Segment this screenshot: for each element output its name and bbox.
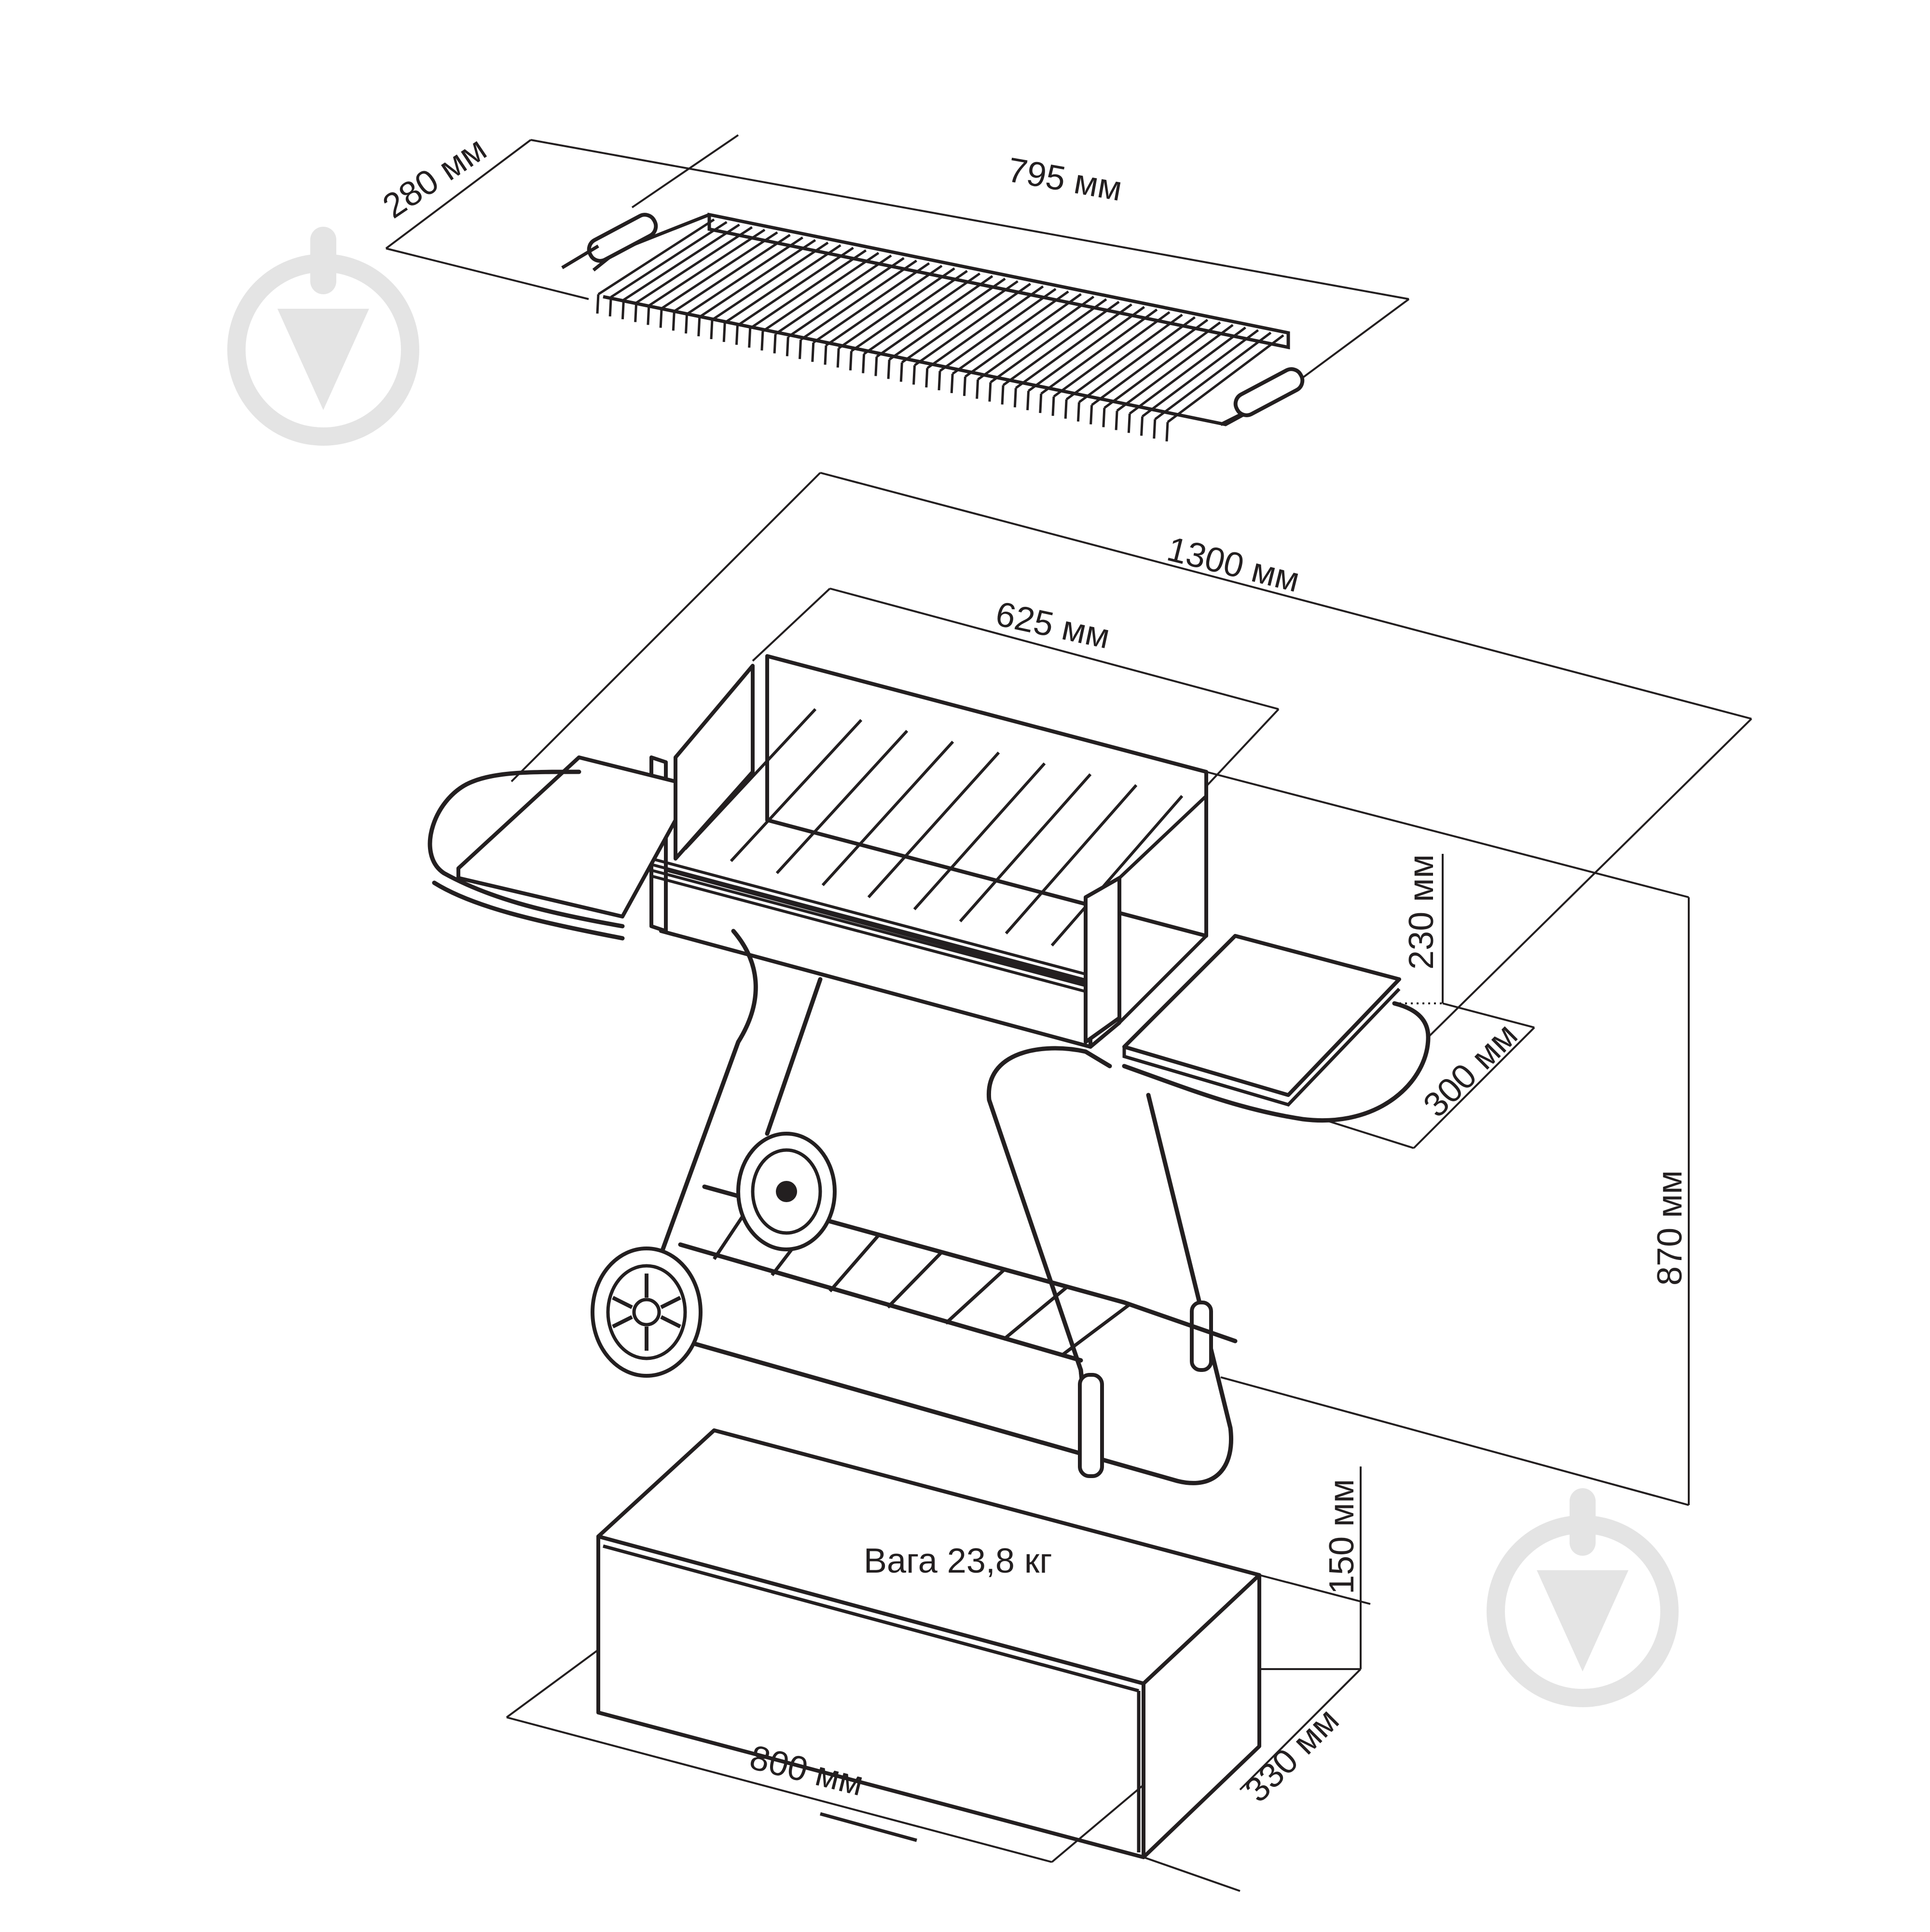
- weight-label: Вага 23,8 кг: [864, 1542, 1052, 1580]
- cooking-grate: 280 мм 795 мм: [376, 129, 1410, 442]
- watermark-icon-bottom-right: [1487, 1488, 1679, 1707]
- total-width-label: 1300 мм: [1163, 530, 1303, 600]
- shipping-box: Вага 23,8 кг 150 мм 330 мм 800 мм: [506, 1428, 1371, 1892]
- grill-cart: 1300 мм 625 мм 230 мм 300 мм 870 мм: [427, 472, 1752, 1506]
- grill-width-label: 795 мм: [1005, 151, 1125, 208]
- body-width-label: 625 мм: [993, 594, 1114, 656]
- watermark-icon-top-left: [227, 227, 419, 446]
- total-height-label: 870 мм: [1651, 1170, 1689, 1286]
- wheel-back: [736, 1132, 837, 1251]
- body-height-label: 230 мм: [1402, 854, 1441, 970]
- wheel-front: [591, 1247, 703, 1378]
- box-height-label: 150 мм: [1323, 1479, 1361, 1594]
